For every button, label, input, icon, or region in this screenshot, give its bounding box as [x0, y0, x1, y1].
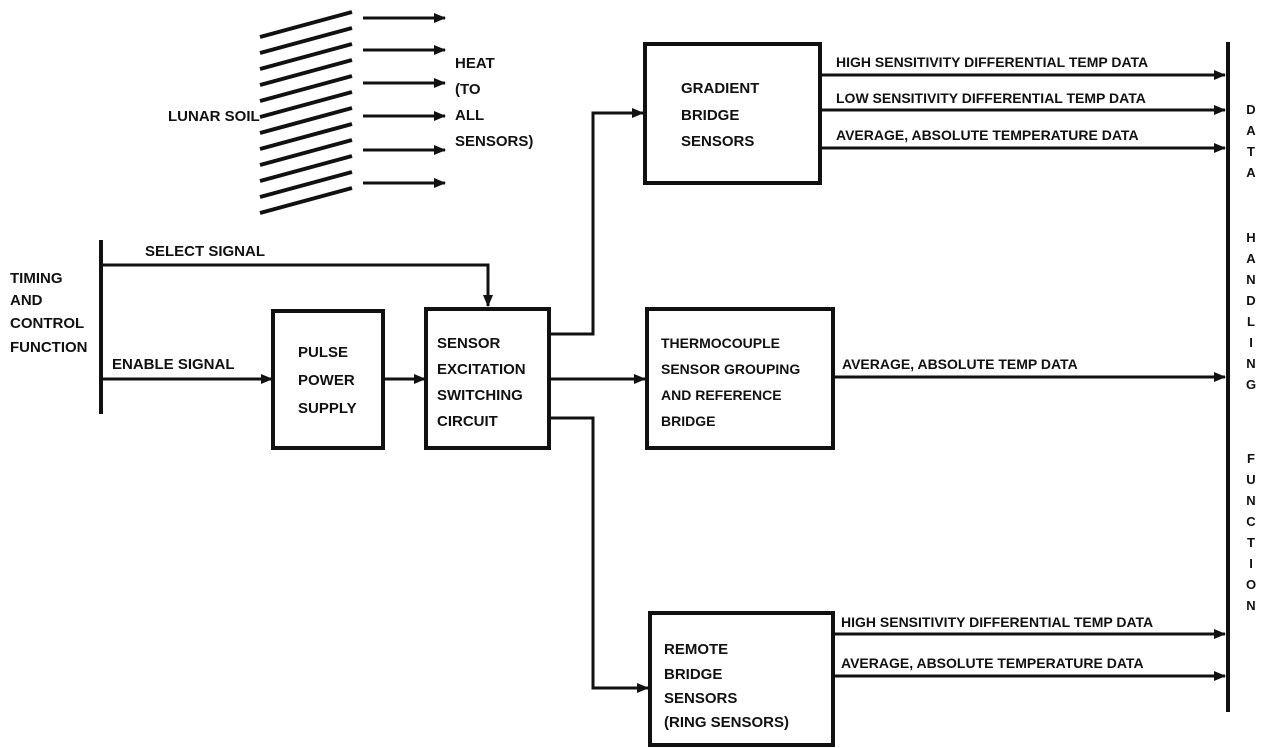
remote-output-average-label: AVERAGE, ABSOLUTE TEMPERATURE DATA	[841, 655, 1144, 671]
gradient-bridge-sensors-label: GRADIENT BRIDGE SENSORS	[681, 80, 764, 150]
gradient-output-high-label: HIGH SENSITIVITY DIFFERENTIAL TEMP DATA	[836, 54, 1148, 70]
heat-label: HEAT (TO ALL SENSORS)	[455, 55, 533, 150]
pulse-power-supply-label: PULSE POWER SUPPLY	[298, 344, 359, 417]
gradient-output-low-label: LOW SENSITIVITY DIFFERENTIAL TEMP DATA	[836, 90, 1146, 106]
select-signal-label: SELECT SIGNAL	[145, 243, 265, 260]
lunar-soil-label: LUNAR SOIL	[168, 108, 260, 125]
heat-arrows	[363, 18, 445, 183]
switching-to-remote-line	[549, 418, 648, 688]
remote-bridge-sensors-label: REMOTE BRIDGE SENSORS (RING SENSORS)	[664, 641, 789, 731]
thermo-output-label: AVERAGE, ABSOLUTE TEMP DATA	[842, 356, 1078, 372]
gradient-output-average-label: AVERAGE, ABSOLUTE TEMPERATURE DATA	[836, 127, 1139, 143]
enable-signal-label: ENABLE SIGNAL	[112, 356, 235, 373]
timing-control-label: TIMING AND CONTROL FUNCTION	[10, 270, 88, 356]
switching-circuit-label: SENSOR EXCITATION SWITCHING CIRCUIT	[437, 335, 530, 430]
select-signal-line	[101, 265, 488, 306]
remote-output-high-label: HIGH SENSITIVITY DIFFERENTIAL TEMP DATA	[841, 614, 1153, 630]
thermocouple-label: THERMOCOUPLE SENSOR GROUPING AND REFEREN…	[661, 335, 804, 429]
switching-to-gradient-line	[549, 113, 643, 334]
lunar-soil-graphic	[260, 12, 352, 213]
